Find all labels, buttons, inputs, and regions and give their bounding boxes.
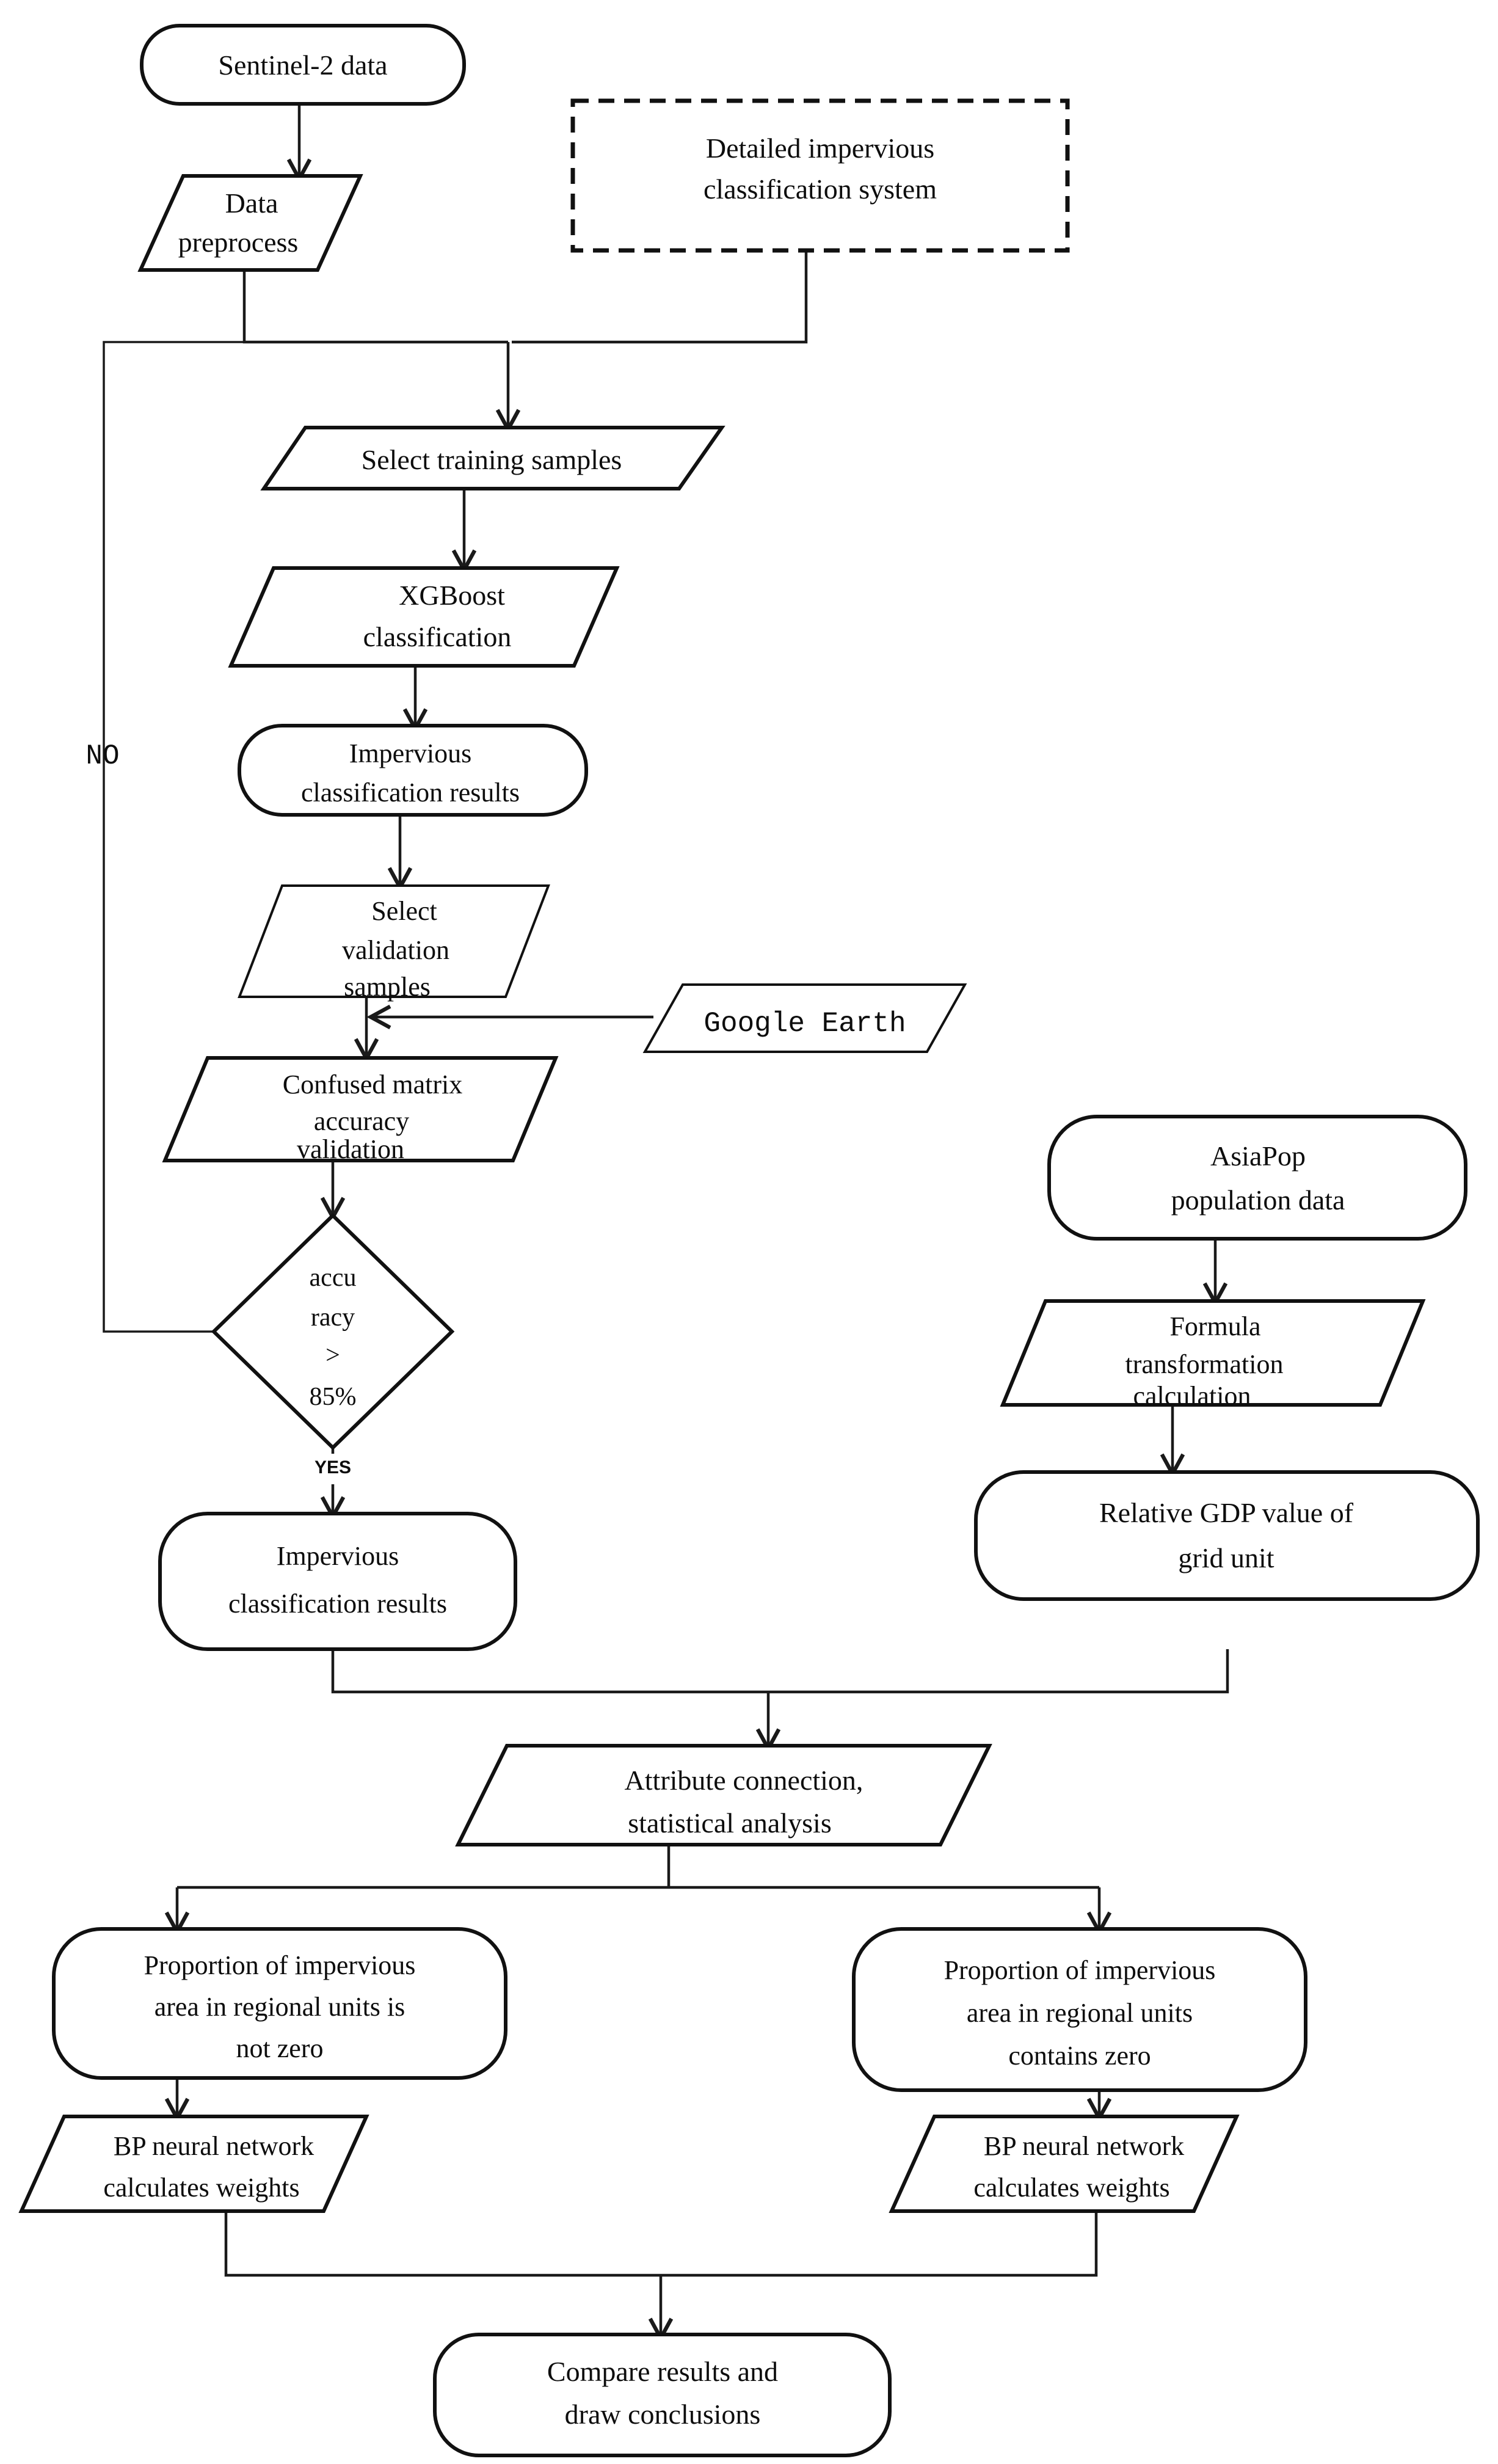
edge-label-no: NO xyxy=(85,740,119,772)
node-select-validation-samples[interactable]: Select validation samples xyxy=(238,884,550,1002)
node-bp-left-label-0: BP neural network xyxy=(114,2131,314,2161)
node-decision-label-0: accu xyxy=(310,1264,357,1292)
node-results1-label-0: Impervious xyxy=(349,738,471,768)
node-xgboost-label-0: XGBoost xyxy=(399,580,505,611)
node-validation-label-1: validation xyxy=(342,935,449,965)
node-sentinel-label-0: Sentinel-2 data xyxy=(218,49,387,81)
node-attribute-label-1: statistical analysis xyxy=(628,1807,831,1839)
node-confused-matrix[interactable]: Confused matrix accuracy validation xyxy=(162,1056,559,1164)
node-asiapop-data[interactable]: AsiaPop population data xyxy=(1047,1115,1467,1241)
node-attribute-connection[interactable]: Attribute connection, statistical analys… xyxy=(455,1744,992,1846)
node-xgboost-label-1: classification xyxy=(363,621,512,652)
node-prop-left-label-2: not zero xyxy=(236,2033,324,2063)
node-xgboost-classification[interactable]: XGBoost classification xyxy=(228,566,620,668)
node-system-label-1: classification system xyxy=(704,173,937,205)
node-confused-label-2: validation xyxy=(297,1134,404,1164)
node-validation-label-2: samples xyxy=(344,972,431,1002)
node-relative-gdp[interactable]: Relative GDP value of grid unit xyxy=(974,1470,1480,1601)
edge-system-to-junction xyxy=(512,250,808,344)
node-impervious-results-1[interactable]: Impervious classification results xyxy=(238,724,588,817)
node-gdp-label-1: grid unit xyxy=(1178,1542,1274,1573)
connectors xyxy=(103,104,1229,2336)
edge-label-yes: YES xyxy=(315,1457,351,1478)
edge-no-feedback xyxy=(103,341,244,1333)
node-asiapop-label-0: AsiaPop xyxy=(1210,1140,1306,1172)
node-preprocess-label-0: Data xyxy=(225,188,278,219)
node-google-earth[interactable]: Google Earth xyxy=(642,983,967,1053)
edge-merge-bar-upper xyxy=(331,1649,1229,1694)
node-bp-right-label-1: calculates weights xyxy=(973,2173,1169,2203)
node-training-label-0: Select training samples xyxy=(362,444,622,475)
node-classification-system[interactable]: Detailed impervious classification syste… xyxy=(570,98,1070,253)
node-formula-label-0: Formula xyxy=(1169,1311,1260,1341)
node-results2-label-0: Impervious xyxy=(277,1541,399,1571)
node-system-label-0: Detailed impervious xyxy=(706,133,934,164)
node-prop-left-label-1: area in regional units is xyxy=(155,1992,405,2022)
node-formula-label-2: calculation xyxy=(1133,1381,1251,1411)
node-sentinel-data[interactable]: Sentinel-2 data xyxy=(140,24,466,106)
node-asiapop-label-1: population data xyxy=(1171,1184,1345,1216)
node-proportion-contains-zero[interactable]: Proportion of impervious area in regiona… xyxy=(852,1927,1307,2092)
node-accuracy-decision[interactable]: accu racy > 85% xyxy=(211,1212,455,1451)
node-formula-label-1: transformation xyxy=(1125,1349,1283,1379)
node-prop-right-label-1: area in regional units xyxy=(967,1998,1193,2028)
node-decision-label-2: > xyxy=(325,1341,340,1369)
node-prop-right-label-2: contains zero xyxy=(1008,2041,1151,2071)
node-bp-neural-left[interactable]: BP neural network calculates weights xyxy=(18,2115,369,2213)
node-data-preprocess[interactable]: Data preprocess xyxy=(137,174,363,272)
node-decision-label-3: 85% xyxy=(310,1383,357,1411)
node-attribute-label-0: Attribute connection, xyxy=(625,1765,864,1796)
node-preprocess-label-1: preprocess xyxy=(178,227,299,258)
node-bp-right-label-0: BP neural network xyxy=(984,2131,1184,2161)
node-results1-label-1: classification results xyxy=(301,778,520,807)
node-results2-label-1: classification results xyxy=(228,1589,447,1619)
node-googleearth-label-0: Google Earth xyxy=(704,1008,906,1040)
node-bp-neural-right[interactable]: BP neural network calculates weights xyxy=(889,2115,1240,2213)
node-confused-label-1: accuracy xyxy=(314,1106,409,1136)
node-decision-label-1: racy xyxy=(311,1303,355,1332)
edge-bp-merge-bar xyxy=(224,2211,1098,2277)
node-prop-left-label-0: Proportion of impervious xyxy=(144,1950,416,1980)
node-select-training-samples[interactable]: Select training samples xyxy=(260,426,725,490)
node-compare-label-0: Compare results and xyxy=(547,2356,778,2387)
node-compare-conclusions[interactable]: Compare results and draw conclusions xyxy=(433,2333,892,2457)
node-proportion-not-zero[interactable]: Proportion of impervious area in regiona… xyxy=(52,1927,507,2080)
node-prop-right-label-0: Proportion of impervious xyxy=(944,1955,1216,1985)
node-impervious-results-2[interactable]: Impervious classification results xyxy=(158,1512,517,1651)
node-formula-transformation[interactable]: Formula transformation calculation xyxy=(1000,1299,1426,1411)
node-bp-left-label-1: calculates weights xyxy=(103,2173,299,2203)
node-confused-label-0: Confused matrix xyxy=(283,1070,463,1099)
node-gdp-label-0: Relative GDP value of xyxy=(1099,1497,1354,1528)
node-compare-label-1: draw conclusions xyxy=(565,2399,761,2430)
edge-preprocess-to-junction xyxy=(242,269,508,344)
node-validation-label-0: Select xyxy=(371,896,437,926)
